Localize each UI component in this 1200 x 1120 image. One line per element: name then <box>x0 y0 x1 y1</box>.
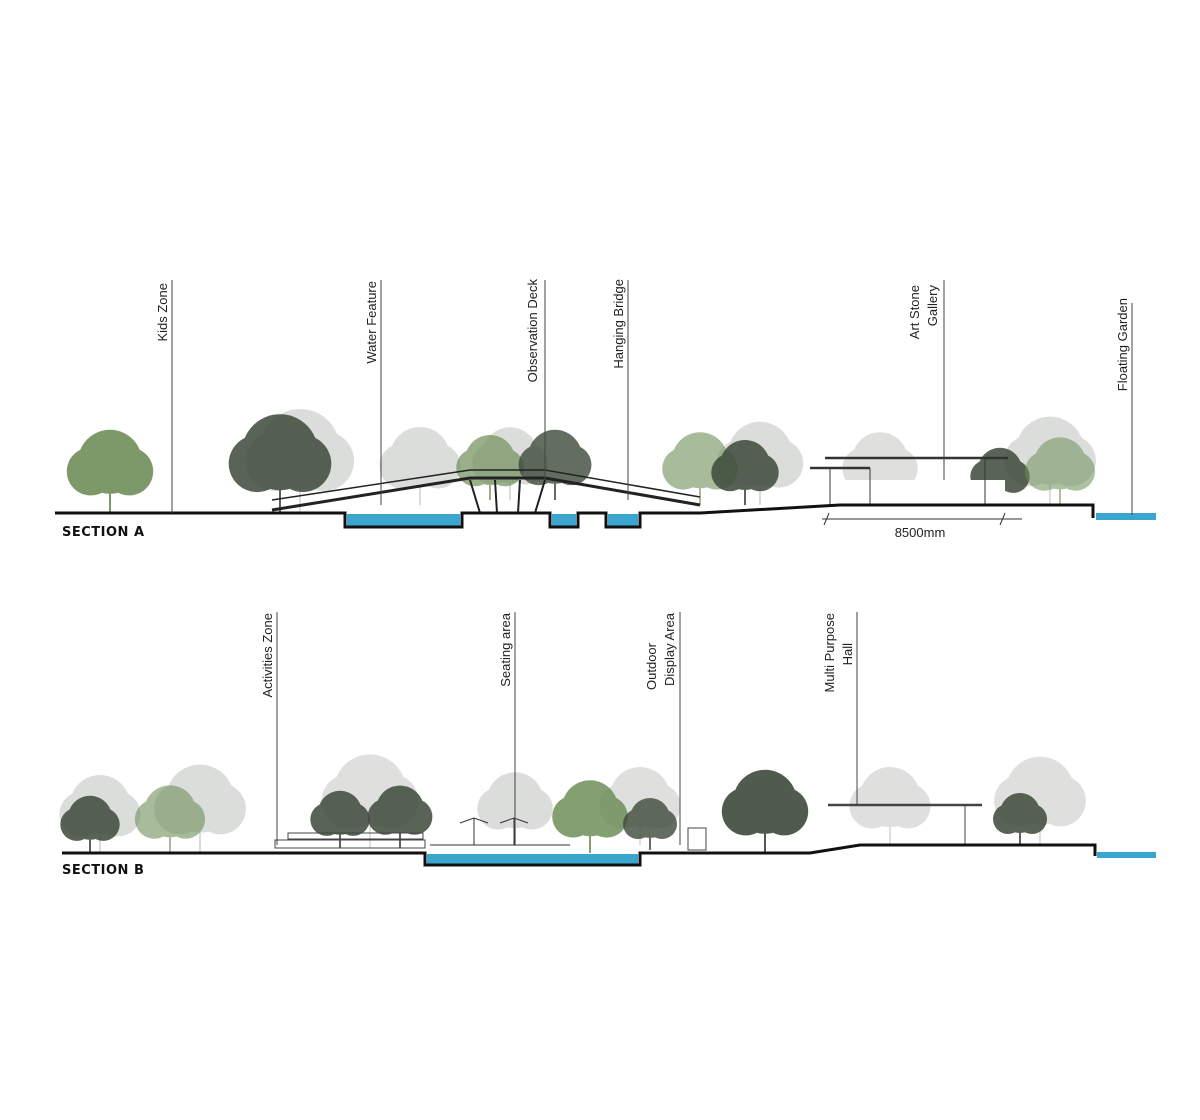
tree <box>228 414 332 513</box>
tree <box>379 427 461 505</box>
label-outdoor: Outdoor <box>644 642 659 690</box>
section-a-vegetation <box>66 409 1096 513</box>
tree <box>60 795 120 853</box>
label-multi-purpose: Multi Purpose <box>822 613 837 692</box>
tree <box>721 769 809 853</box>
activities-zone-platform <box>274 832 426 849</box>
section-b-title: SECTION B <box>62 863 144 878</box>
multi-purpose-hall-building <box>828 803 982 845</box>
tree <box>1024 437 1096 505</box>
tree <box>993 793 1047 845</box>
tree <box>552 780 628 853</box>
label-hanging-bridge: Hanging Bridge <box>611 279 626 369</box>
section-a-water <box>347 513 1156 526</box>
label-activities-zone: Activities Zone <box>260 613 275 698</box>
water-feature-pool <box>347 514 460 526</box>
tree <box>711 440 779 505</box>
label-observation-deck: Observation Deck <box>525 279 540 383</box>
label-seating-area: Seating area <box>498 612 513 686</box>
section-a-bridge <box>271 469 701 514</box>
label-kids-zone: Kids Zone <box>155 283 170 342</box>
art-stone-gallery-building <box>805 456 1008 505</box>
section-a-ground-line <box>55 503 1095 529</box>
section-b-vegetation <box>59 754 1086 853</box>
label-art-stone: Art Stone <box>907 285 922 339</box>
tree <box>623 798 677 850</box>
section-a-title: SECTION A <box>62 525 145 540</box>
pool <box>552 514 576 526</box>
label-water-feature: Water Feature <box>364 281 379 364</box>
label-gallery: Gallery <box>925 285 940 327</box>
tree <box>994 756 1086 845</box>
tree <box>134 785 206 853</box>
dimension-line <box>822 512 1022 526</box>
label-floating-garden: Floating Garden <box>1115 298 1130 391</box>
tree <box>66 429 154 513</box>
section-b-water <box>1097 852 1156 858</box>
seating-area-pool <box>427 854 638 864</box>
label-hall: Hall <box>840 643 855 666</box>
dimension-label: 8500mm <box>895 525 946 540</box>
label-display-area: Display Area <box>662 612 677 686</box>
section-b-leaders <box>276 612 858 845</box>
seating-umbrellas <box>430 817 570 846</box>
tree <box>367 785 433 848</box>
outdoor-display-panels <box>687 827 707 851</box>
floating-garden-water <box>1096 513 1156 520</box>
section-b-ground-line <box>62 843 1097 867</box>
pool <box>608 514 638 526</box>
section-a-leaders <box>171 280 1133 515</box>
